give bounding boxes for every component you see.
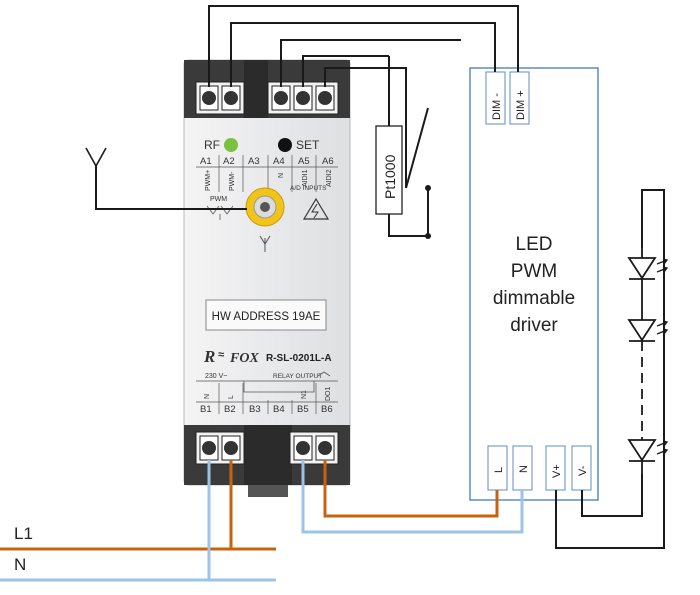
led-driver: DIM - DIM + LED PWM dimmable driver L N …	[469, 67, 599, 501]
terminal-b6: B6	[321, 404, 333, 415]
l-terminal-label: L	[493, 467, 505, 473]
terminal-a5: A5	[298, 156, 310, 167]
module-body	[183, 59, 351, 486]
terminal-b2: B2	[224, 404, 236, 415]
rfox-logo: R ≈ FOX	[203, 347, 259, 366]
terminal-b4: B4	[273, 404, 285, 415]
mains-n-label: N	[14, 555, 26, 574]
terminal-b3: B3	[249, 404, 261, 415]
set-label: SET	[296, 138, 320, 152]
function-aidi2: AIDI2	[326, 169, 333, 187]
function-l-bottom: L	[228, 395, 235, 399]
function-pwm-plus: PWM+	[205, 170, 212, 191]
function-n1: N1	[301, 390, 308, 399]
terminal-a6: A6	[322, 156, 334, 167]
function-n-bottom: N	[204, 394, 211, 399]
supply-label: 230 V~	[205, 373, 227, 380]
function-do1: DO1	[325, 387, 332, 402]
led-string	[627, 248, 669, 474]
warning-icon	[302, 197, 330, 220]
led-3-icon	[627, 439, 669, 462]
driver-title-line-3: dimmable	[493, 288, 575, 309]
bottom-terminal-labels: B1 B2 B3 B4 B5 B6	[200, 404, 333, 415]
top-terminal-labels: A1 A2 A3 A4 A5 A6	[200, 156, 334, 167]
bottom-terminal-block-right	[289, 431, 339, 465]
terminal-a1: A1	[200, 156, 212, 167]
mains-l1-label: L1	[14, 524, 33, 543]
svg-text:≈: ≈	[218, 349, 224, 361]
svg-text:FOX: FOX	[229, 351, 259, 366]
pwm-group-label: PWM	[210, 196, 227, 203]
svg-text:R: R	[203, 347, 215, 366]
set-button[interactable]	[278, 138, 292, 152]
power-wiring	[207, 460, 524, 580]
relay-output-label: RELAY OUTPUT	[273, 373, 322, 380]
junction-node	[425, 233, 431, 239]
hw-address-label: HW ADDRESS 19AE	[212, 311, 321, 323]
antenna-connector[interactable]	[245, 187, 285, 227]
top-terminal-block-right	[267, 81, 339, 115]
function-aidi1: AIDI1	[302, 169, 309, 187]
terminal-a3: A3	[248, 156, 260, 167]
terminal-a4: A4	[273, 156, 285, 167]
dim-plus-label: DIM +	[515, 90, 527, 120]
terminal-b5: B5	[297, 404, 309, 415]
led-1-icon	[627, 257, 669, 280]
antenna-symbol-icon	[259, 235, 271, 252]
v-minus-label: V-	[577, 465, 589, 476]
terminal-b1: B1	[200, 404, 212, 415]
bottom-terminal-block-left	[195, 431, 245, 465]
driver-box	[469, 67, 599, 501]
top-terminal-block-left	[195, 81, 245, 115]
control-wiring	[95, 5, 665, 549]
pt1000-label: Pt1000	[382, 154, 398, 199]
driver-title-line-2: PWM	[511, 261, 557, 282]
switch-contact-top	[425, 185, 431, 191]
function-n-top: N	[278, 173, 285, 178]
driver-title-line-1: LED	[516, 234, 553, 255]
external-antenna-icon	[85, 147, 107, 168]
driver-title-line-4: driver	[510, 315, 558, 336]
rf-led-icon	[224, 138, 238, 152]
v-plus-label: V+	[551, 464, 563, 478]
led-2-icon	[627, 319, 669, 342]
model-label: R-SL-0201L-A	[266, 353, 332, 364]
function-pwm-minus: PWM-	[229, 171, 236, 191]
ad-inputs-label: A/D INPUTS	[290, 185, 327, 192]
dim-plus-terminal	[509, 71, 530, 125]
n-terminal-label: N	[518, 465, 530, 473]
dim-minus-label: DIM -	[491, 93, 503, 120]
relay-module: RF SET A1 A2 A3 A4 A5 A6 PWM+ PWM- N AID…	[183, 59, 351, 497]
din-clip	[248, 485, 288, 497]
terminal-a2: A2	[223, 156, 235, 167]
hw-address-plate	[205, 299, 327, 331]
rf-label: RF	[204, 138, 220, 152]
